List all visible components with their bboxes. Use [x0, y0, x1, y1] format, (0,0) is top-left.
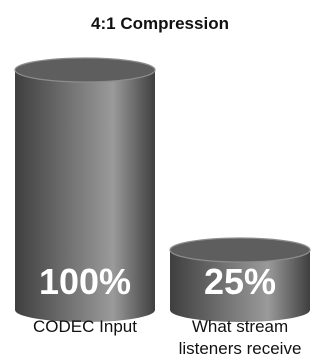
value-label-1: 100% — [39, 261, 131, 302]
cylinder-top — [169, 237, 311, 263]
cylinder-top — [14, 57, 156, 83]
cylinder-body — [15, 70, 155, 322]
chart-title: 4:1 Compression — [91, 14, 229, 33]
bars-layer — [14, 57, 311, 322]
cylinder-bar-1 — [14, 57, 156, 322]
category-label-1: CODEC Input — [33, 317, 137, 336]
value-label-2: 25% — [204, 261, 276, 302]
cylinder-body — [170, 250, 310, 322]
cylinder-bar-2 — [169, 237, 311, 322]
